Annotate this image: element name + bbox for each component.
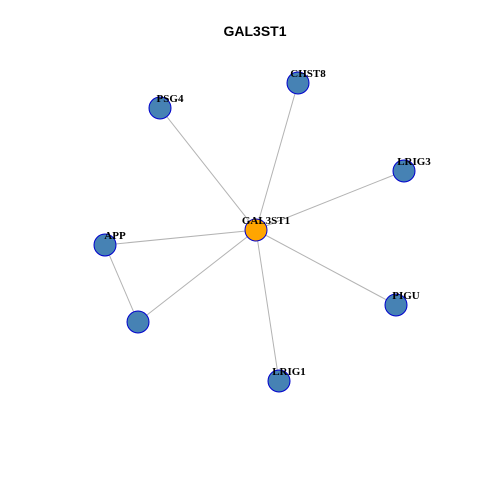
diagram-title: GAL3ST1 xyxy=(223,23,286,39)
node-lrig1 xyxy=(267,369,291,393)
node-label-chst8: CHST8 xyxy=(290,68,326,80)
node-chst8 xyxy=(286,71,310,95)
edge-app-unlabeled xyxy=(104,244,139,323)
node-app xyxy=(93,233,117,257)
edge-gal3st1-psg4 xyxy=(159,107,257,231)
node-label-app: APP xyxy=(104,230,126,242)
node-label-psg4: PSG4 xyxy=(157,93,184,105)
node-lrig3 xyxy=(392,159,416,183)
edge-gal3st1-lrig3 xyxy=(255,170,405,231)
edge-gal3st1-pigu xyxy=(255,229,397,306)
edge-gal3st1-unlabeled xyxy=(137,229,257,323)
edge-gal3st1-chst8 xyxy=(255,82,299,231)
node-unlabeled xyxy=(126,310,150,334)
node-psg4 xyxy=(148,96,172,120)
edge-gal3st1-app xyxy=(104,229,257,246)
node-gal3st1 xyxy=(244,218,268,242)
node-label-lrig1: LRIG1 xyxy=(272,366,306,378)
node-label-pigu: PIGU xyxy=(392,290,420,302)
edges-layer xyxy=(104,82,405,382)
node-label-gal3st1: GAL3ST1 xyxy=(242,215,290,227)
node-label-lrig3: LRIG3 xyxy=(397,156,431,168)
edge-gal3st1-lrig1 xyxy=(255,229,280,382)
nodes-layer xyxy=(93,71,416,393)
node-pigu xyxy=(384,293,408,317)
